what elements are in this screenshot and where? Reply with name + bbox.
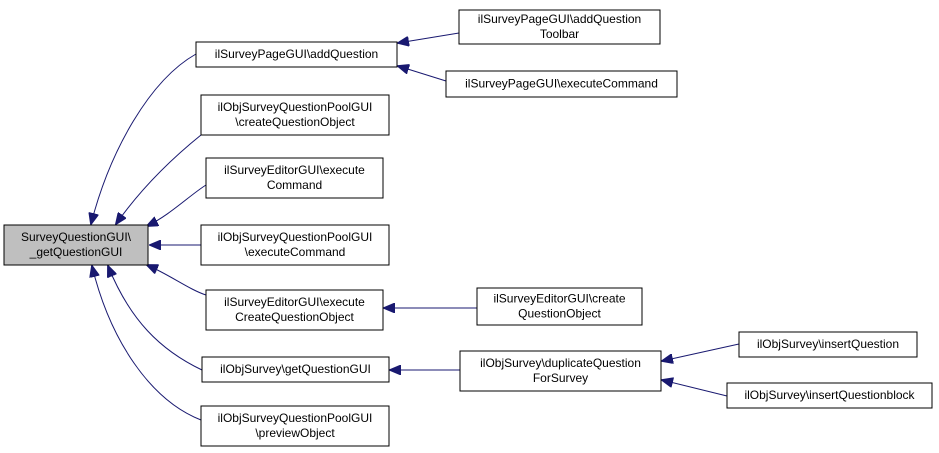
function-node[interactable]: ilObjSurvey\insertQuestion	[738, 331, 918, 358]
edge-n8-to-n1	[398, 32, 460, 43]
function-node[interactable]: ilObjSurveyQuestionPoolGUI\createQuestio…	[200, 94, 390, 136]
edge-n9-to-n1	[398, 66, 447, 82]
node-label: ilSurveyEditorGUI\execute	[224, 163, 365, 177]
node-label: Toolbar	[540, 27, 579, 41]
node-box	[445, 70, 678, 98]
node-box	[205, 157, 384, 199]
function-node[interactable]: ilSurveyPageGUI\executeCommand	[445, 70, 678, 98]
edge-n2-to-root	[116, 134, 202, 224]
node-label: \previewObject	[255, 426, 335, 440]
node-label: _getQuestionGUI	[29, 245, 123, 259]
node-label: Command	[267, 178, 322, 192]
edge-n1-to-root	[91, 53, 197, 224]
node-box	[458, 9, 661, 45]
node-box	[201, 356, 390, 383]
node-label: \executeCommand	[245, 245, 346, 259]
node-label: CreateQuestionObject	[235, 310, 354, 324]
node-label: ilObjSurveyQuestionPoolGUI	[218, 411, 373, 425]
node-label: ilSurveyPageGUI\addQuestion	[215, 47, 378, 61]
edge-n5-to-root	[147, 265, 207, 296]
nodes: SurveyQuestionGUI\_getQuestionGUI ilSurve…	[3, 9, 933, 447]
function-node[interactable]: ilObjSurvey\getQuestionGUI	[201, 356, 390, 383]
function-node[interactable]: ilObjSurveyQuestionPoolGUI\executeComman…	[200, 224, 390, 266]
node-label: \createQuestionObject	[235, 115, 355, 129]
node-box	[459, 350, 662, 392]
node-label: ilObjSurvey\insertQuestionblock	[744, 388, 915, 402]
node-label: ilSurveyEditorGUI\create	[493, 292, 625, 306]
node-label: ilObjSurveyQuestionPoolGUI	[218, 100, 373, 114]
function-node[interactable]: ilObjSurveyQuestionPoolGUI\previewObject	[200, 405, 390, 447]
function-node[interactable]: ilSurveyEditorGUI\createQuestionObject	[476, 287, 643, 326]
node-label: SurveyQuestionGUI\	[21, 230, 132, 244]
node-box	[195, 41, 398, 68]
function-node[interactable]: ilSurveyPageGUI\addQuestion	[195, 41, 398, 68]
function-node[interactable]: ilSurveyEditorGUI\executeCommand	[205, 157, 384, 199]
root-node[interactable]: SurveyQuestionGUI\_getQuestionGUI	[3, 224, 149, 266]
node-label: ilSurveyPageGUI\executeCommand	[465, 77, 658, 91]
node-box	[738, 331, 918, 358]
node-box	[726, 382, 933, 409]
node-label: ilObjSurveyQuestionPoolGUI	[218, 230, 373, 244]
edge-n13-to-n11	[662, 380, 728, 397]
node-box	[200, 224, 390, 266]
node-box	[476, 287, 643, 326]
node-label: ilSurveyEditorGUI\execute	[224, 295, 365, 309]
edges	[91, 32, 740, 421]
node-box	[200, 405, 390, 447]
node-box	[200, 94, 390, 136]
edge-n6-to-root	[108, 266, 203, 371]
node-box	[3, 224, 149, 266]
edge-n3-to-root	[147, 184, 207, 226]
node-box	[205, 289, 384, 331]
function-node[interactable]: ilObjSurvey\insertQuestionblock	[726, 382, 933, 409]
node-label: QuestionObject	[518, 307, 601, 321]
node-label: ForSurvey	[533, 371, 588, 385]
node-label: ilObjSurvey\duplicateQuestion	[480, 356, 641, 370]
edge-n7-to-root	[92, 266, 202, 421]
function-node[interactable]: ilSurveyEditorGUI\executeCreateQuestionO…	[205, 289, 384, 331]
node-label: ilObjSurvey\insertQuestion	[757, 337, 899, 351]
edge-n12-to-n11	[662, 343, 740, 361]
node-label: ilSurveyPageGUI\addQuestion	[478, 12, 641, 26]
node-label: ilObjSurvey\getQuestionGUI	[220, 362, 371, 376]
